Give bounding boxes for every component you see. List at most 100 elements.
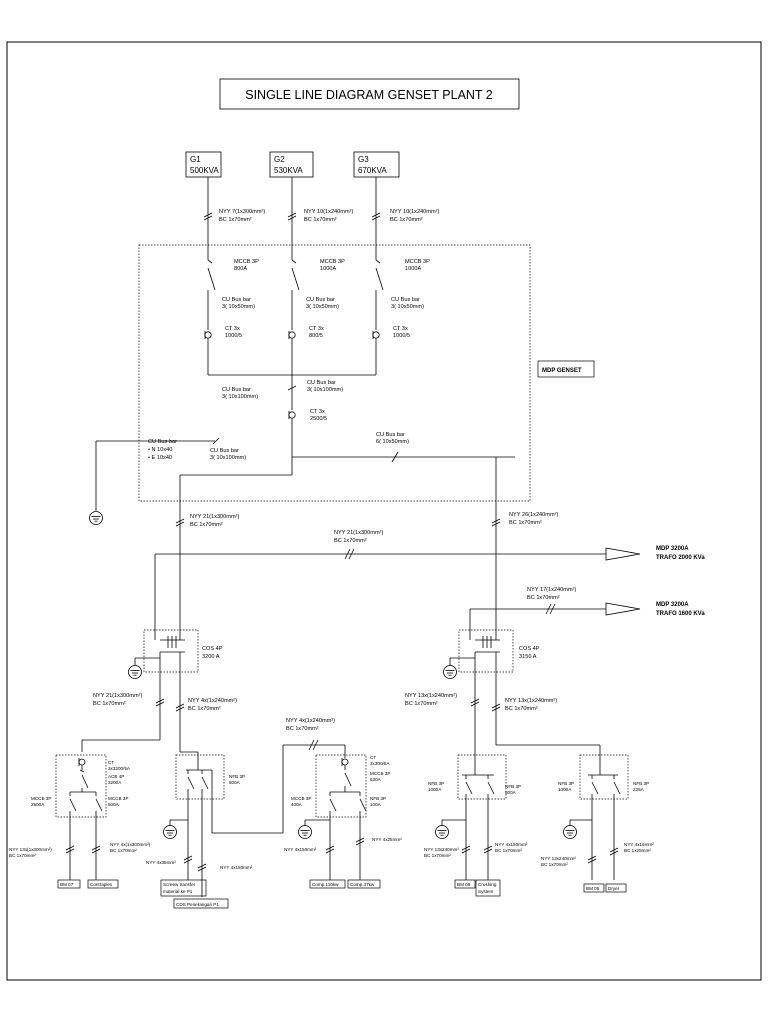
svg-text:BC 1x70mm²: BC 1x70mm²: [190, 522, 223, 528]
panel4-cable-a-label: NYY 13x240mm² BC 1x70mm²: [424, 847, 459, 858]
panel3-mccb-main-label: MCCB 3P 630A: [370, 771, 390, 782]
svg-text:800A: 800A: [234, 266, 247, 272]
svg-text:CU Bus bar: CU Bus bar: [306, 297, 335, 303]
panel1-acb-label: ACB 4P 3200A: [108, 774, 124, 785]
svg-text:NYY 4x(1x240mm²): NYY 4x(1x240mm²): [286, 718, 335, 724]
cos-right-label: COS 4P 3150 A: [519, 646, 540, 660]
generator-g3: G3 670KVA: [353, 151, 400, 178]
feeder-left-label: NYY 21(1x300mm²) BC 1x70mm²: [190, 514, 239, 528]
svg-text:1000/5: 1000/5: [225, 333, 242, 339]
ground-icon: [89, 511, 103, 525]
svg-text:BC 1x70mm²: BC 1x70mm²: [424, 853, 451, 858]
left-cable-a-label: NYY 21(1x300mm²) BC 1x70mm²: [93, 693, 142, 707]
panel3-nfb-label: NFB 3P 100A: [370, 796, 386, 807]
generator-g1: G1 500KVA: [185, 151, 222, 178]
svg-text:3200 A: 3200 A: [202, 654, 220, 660]
svg-text:MCCB 3P: MCCB 3P: [234, 259, 259, 265]
svg-text:COS 4P: COS 4P: [202, 646, 223, 652]
load-crushing-line1: Crushing: [478, 882, 497, 887]
right-cable-b-label: NYY 13x(1x240mm²) BC 1x70mm²: [505, 698, 557, 712]
ground-icon: [163, 825, 177, 839]
cos-right-enclosure: [458, 629, 514, 673]
load-screew-box: [160, 879, 207, 897]
svg-text:BC 1x70mm²: BC 1x70mm²: [219, 217, 252, 223]
cos-left-label: COS 4P 3200 A: [202, 646, 223, 660]
svg-text:NYY 26(1x240mm²): NYY 26(1x240mm²): [509, 512, 558, 518]
svg-text:NFB 3P: NFB 3P: [633, 781, 649, 786]
busbar-label-1: CU Bus bar 3( 10x50mm): [222, 297, 255, 310]
svg-text:3x300/5A: 3x300/5A: [370, 761, 390, 766]
panel1-ct-label: CT 3x3200/5A: [108, 760, 131, 771]
svg-text:MDP 3200A: MDP 3200A: [656, 602, 689, 608]
panel5-nfb-a-label: NFB 3P 1000A: [558, 781, 574, 792]
svg-text:NYY 4x(1x240mm²): NYY 4x(1x240mm²): [188, 698, 237, 704]
svg-text:6( 10x50mm): 6( 10x50mm): [376, 439, 409, 445]
right-cable-a-label: NYY 13x(1x240mm²) BC 1x70mm²: [405, 693, 457, 707]
mdp-trafo-2000-label: MDP 3200A TRAFO 2000 KVa: [656, 546, 705, 561]
svg-text:2500A: 2500A: [31, 802, 45, 807]
mdp-genset-enclosure: [138, 244, 531, 502]
svg-text:800/5: 800/5: [309, 333, 323, 339]
svg-text:MDP 3200A: MDP 3200A: [656, 546, 689, 552]
ground-icon: [435, 825, 449, 839]
panel5-nfb-b-label: NFB 3P 225A: [633, 781, 649, 792]
svg-text:1000A: 1000A: [428, 787, 442, 792]
svg-text:CU Bus bar: CU Bus bar: [391, 297, 420, 303]
load-crushing-box: [475, 879, 501, 897]
svg-text:CU Bus bar: CU Bus bar: [148, 439, 177, 445]
ground-icon: [128, 665, 142, 679]
svg-text:500A: 500A: [229, 780, 241, 785]
panel-2-enclosure: [175, 754, 225, 800]
svg-text:100A: 100A: [370, 802, 382, 807]
mdp-genset-label: MDP GENSET: [542, 368, 582, 374]
busbar-label-2: CU Bus bar 3( 10x50mm): [306, 297, 339, 310]
panel4-cable-b-label: NYY 4x150mm² BC 1x70mm²: [495, 842, 528, 853]
load-contraplex-box: [87, 879, 119, 889]
svg-text:CU Bus bar: CU Bus bar: [376, 432, 405, 438]
svg-text:COS 4P: COS 4P: [519, 646, 540, 652]
panel-3-enclosure: [315, 754, 367, 818]
svg-text:500A: 500A: [108, 802, 120, 807]
svg-text:1000A: 1000A: [320, 266, 336, 272]
svg-text:BC 1x70mm²: BC 1x70mm²: [304, 217, 337, 223]
svg-text:NFB 3P: NFB 3P: [558, 781, 574, 786]
load-cds-box: [173, 898, 229, 909]
load-screew-line2: material ke P1: [163, 889, 193, 894]
panel2-cable-b-label: NYY 4x150mm²: [220, 865, 253, 870]
svg-text:NYY 7(1x300mm²): NYY 7(1x300mm²): [219, 209, 265, 215]
svg-text:BC 1x70mm²: BC 1x70mm²: [286, 726, 319, 732]
load-bm05: BM 05: [586, 886, 600, 891]
busbar-left-label: CU Bus bar 3( 10x100mm): [222, 387, 258, 400]
svg-text:ACB 4P: ACB 4P: [108, 774, 124, 779]
svg-text:530KVA: 530KVA: [274, 166, 303, 175]
panel2-nfb-label: NFB 3P 500A: [229, 774, 245, 785]
panel1-mccb-a-label: MCCB 3P 2500A: [31, 796, 51, 807]
feeder-mid-label: NYY 21(1x300mm²) BC 1x70mm²: [334, 530, 383, 544]
ground-icon: [298, 825, 312, 839]
svg-text:TRAFO 1600 KVa: TRAFO 1600 KVa: [656, 611, 705, 617]
load-crushing-line2: System: [478, 889, 493, 894]
svg-text:CT 3x: CT 3x: [309, 326, 324, 332]
left-cable-b-label: NYY 4x(1x240mm²) BC 1x70mm²: [188, 698, 237, 712]
panel3-ct-label: CT 3x300/5A: [370, 755, 390, 766]
svg-text:3150 A: 3150 A: [519, 654, 537, 660]
svg-text:3( 10x100mm): 3( 10x100mm): [210, 455, 246, 461]
panel-1-enclosure: [55, 754, 107, 818]
svg-text:3( 10x100mm): 3( 10x100mm): [222, 394, 258, 400]
mccb-label-3: MCCB 3P 1000A: [405, 259, 430, 272]
svg-text:CT 3x: CT 3x: [393, 326, 408, 332]
gen-cable-label-2: NYY 10(1x240mm²) BC 1x70mm²: [304, 209, 353, 223]
main-ct-label: CT 3x 2500/5: [310, 409, 327, 422]
svg-text:CU Bus bar: CU Bus bar: [222, 297, 251, 303]
diagram-title: SINGLE LINE DIAGRAM GENSET PLANT 2: [245, 88, 493, 102]
svg-text:NYY 13x240mm²: NYY 13x240mm²: [541, 856, 576, 861]
svg-text:NYY 21(1x300mm²): NYY 21(1x300mm²): [334, 530, 383, 536]
svg-text:500KVA: 500KVA: [190, 166, 219, 175]
svg-text:G1: G1: [190, 155, 201, 164]
panel3-mccb-a-label: MCCB 3P 400A: [291, 796, 311, 807]
svg-text:3( 10x50mm): 3( 10x50mm): [391, 304, 424, 310]
svg-text:NYY 10(1x240mm²): NYY 10(1x240mm²): [390, 209, 439, 215]
panel-4-enclosure: [457, 754, 507, 800]
svg-text:G2: G2: [274, 155, 285, 164]
svg-text:BC 1x25mm²: BC 1x25mm²: [624, 848, 651, 853]
